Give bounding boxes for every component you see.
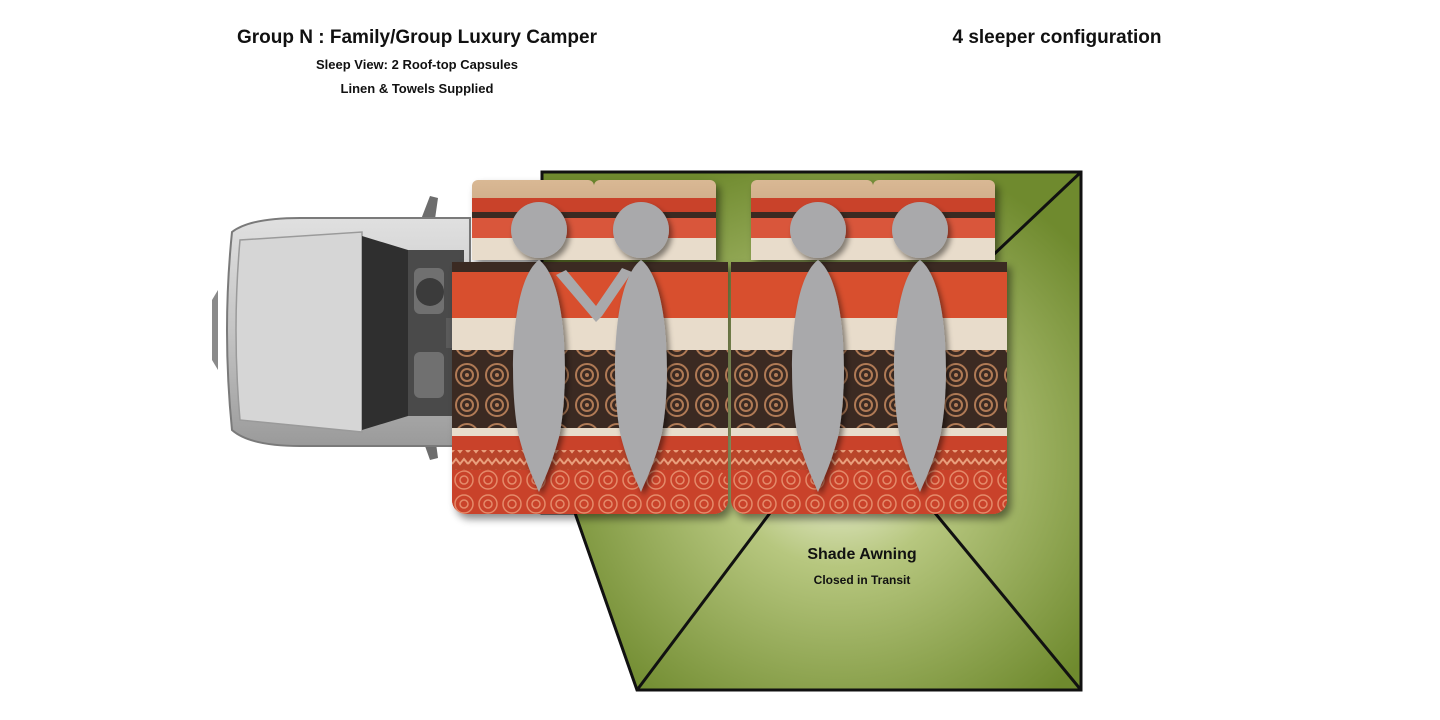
- bed-left: [452, 180, 728, 514]
- subtitle-linen: Linen & Towels Supplied: [340, 81, 494, 96]
- bed-right: [731, 180, 1007, 514]
- holding-hands: [556, 268, 632, 322]
- config-label: 4 sleeper configuration: [952, 27, 1162, 48]
- awning-label: Shade Awning: [807, 546, 917, 563]
- awning-sublabel: Closed in Transit: [813, 573, 911, 587]
- vehicle-cab: [212, 196, 471, 460]
- page-title: Group N : Family/Group Luxury Camper: [237, 27, 597, 48]
- subtitle-sleep-view: Sleep View: 2 Roof-top Capsules: [315, 57, 519, 72]
